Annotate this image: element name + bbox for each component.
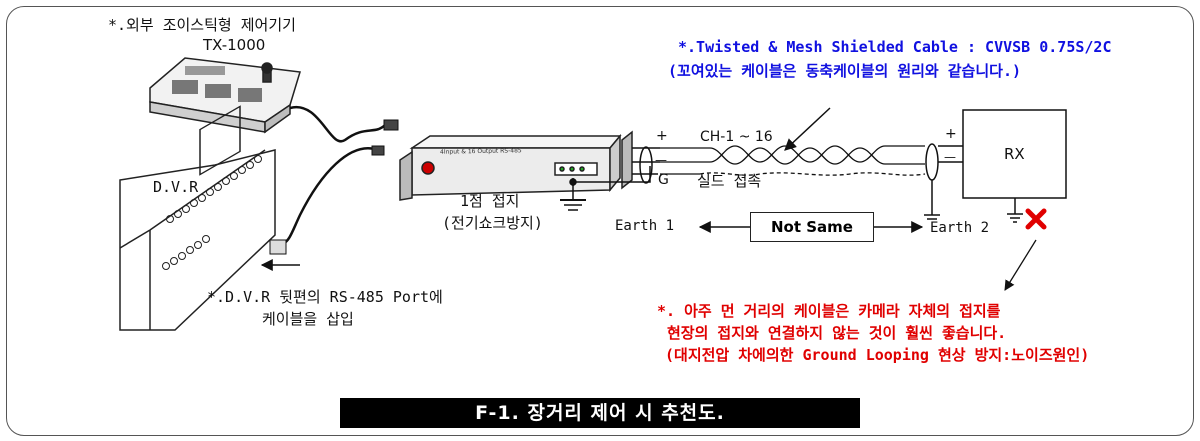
receiver-wiring — [924, 143, 1023, 223]
controller-cable — [289, 105, 386, 143]
terminal-minus-right: — — [944, 150, 956, 164]
dvr-label: D.V.R — [153, 178, 199, 196]
controller-label: *.외부 조이스틱형 제어기기 — [108, 16, 296, 34]
not-same-box: Not Same — [750, 212, 874, 242]
terminal-wiring — [560, 146, 660, 211]
shield-connect-label: 실드 접속 — [697, 172, 762, 190]
figure-frame — [6, 6, 1194, 436]
earth2-label: Earth 2 — [930, 220, 990, 236]
controller-plug — [383, 119, 399, 131]
dvr-cable — [282, 147, 379, 246]
warning-line1: *. 아주 먼 거리의 케이블은 카메라 자체의 접지를 — [657, 302, 1001, 320]
controller-model: TX-1000 — [203, 36, 266, 54]
dvr-unit — [119, 105, 276, 331]
dvr-note-line2: 케이블을 삽입 — [262, 310, 354, 328]
warning-line3: (대지전압 차에의한 Ground Looping 현상 방지:노이즈원인) — [665, 346, 1090, 364]
dvr-note-line1: *.D.V.R 뒷편의 RS-485 Port에 — [207, 288, 443, 306]
terminal-plus-left: + — [656, 128, 668, 144]
no-ground-x-mark — [1025, 208, 1047, 230]
ground-point-note: (전기쇼크방지) — [442, 214, 543, 232]
dvr-connector-row — [162, 155, 262, 270]
ground-point-label: 1점 접지 — [460, 192, 520, 210]
rs485-distributor — [399, 130, 633, 201]
cable-note: (꼬여있는 케이블은 동축케이블의 원리와 같습니다.) — [668, 62, 1022, 80]
terminal-minus-left: — — [655, 153, 667, 167]
joystick-controller — [149, 57, 301, 134]
dvr-plug — [371, 145, 385, 156]
receiver-label: RX — [1004, 145, 1025, 163]
terminal-ground-left: G — [658, 172, 669, 188]
warning-line2: 현장의 접지와 연결하지 않는 것이 훨씬 좋습니다. — [667, 324, 1007, 342]
earth1-label: Earth 1 — [615, 218, 675, 234]
twisted-pair-cable — [660, 145, 926, 176]
figure-title: F-1. 장거리 제어 시 추천도. — [340, 398, 860, 428]
cable-spec: *.Twisted & Mesh Shielded Cable : CVVSB … — [678, 38, 1112, 56]
terminal-plus-right: + — [945, 126, 957, 142]
channel-label: CH-1 ~ 16 — [700, 129, 773, 145]
rs485-port-connector — [269, 239, 287, 255]
distributor-label: 4Input & 16 Output RS-485 — [440, 147, 522, 156]
warning-pointer — [1004, 239, 1037, 291]
cable-spec-pointer — [784, 107, 831, 151]
receiver-box — [962, 109, 1067, 199]
